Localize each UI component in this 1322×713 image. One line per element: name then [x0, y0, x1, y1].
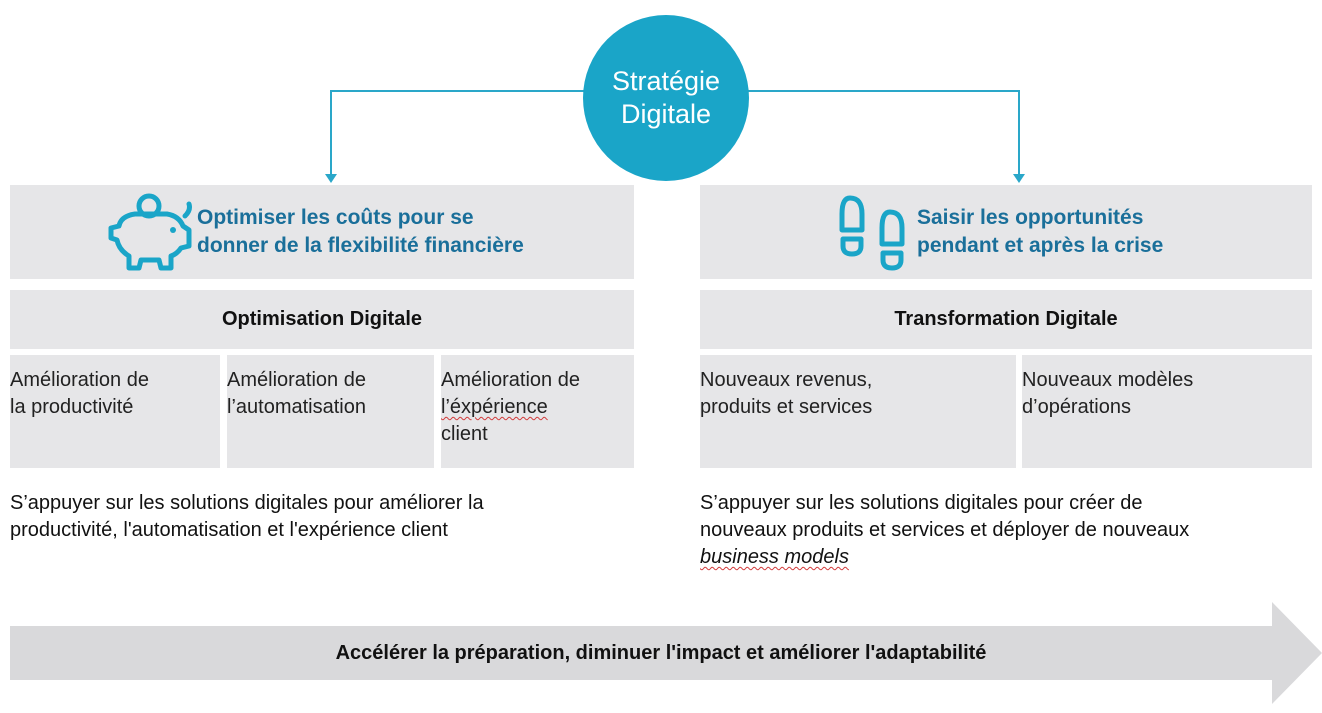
right-description: S’appuyer sur les solutions digitales po… — [700, 490, 1189, 571]
left-cell-2: Amélioration de l’automatisation — [227, 355, 434, 468]
piggy-bank-icon — [108, 193, 192, 271]
left-cell-1-line2: la productivité — [10, 396, 134, 418]
left-cell-2-line2: l’automatisation — [227, 396, 366, 418]
right-headline-line2: pendant et après la crise — [917, 234, 1164, 257]
left-cell-2-line1: Amélioration de — [227, 369, 366, 391]
right-cell-1-line1: Nouveaux revenus, — [700, 369, 873, 391]
right-description-line3: business models — [700, 544, 1189, 571]
right-cell-2-line1: Nouveaux modèles — [1022, 369, 1194, 391]
left-description-line1: S’appuyer sur les solutions digitales po… — [10, 492, 484, 514]
footprints-icon — [839, 195, 905, 271]
strategy-circle: Stratégie Digitale — [583, 15, 749, 181]
right-headline-line1: Saisir les opportunités — [917, 206, 1144, 229]
connector-left-vertical — [330, 90, 332, 175]
left-cell-3-line2: l’éxpérience — [441, 396, 548, 418]
right-description-italic: business models — [700, 546, 849, 568]
left-headline-line1: Optimiser les coûts pour se — [197, 206, 474, 229]
left-description-line2: productivité, l'automatisation et l'expé… — [10, 519, 448, 541]
left-headline-line2: donner de la flexibilité financière — [197, 234, 524, 257]
left-cell-3-line3: client — [441, 423, 488, 445]
left-cell-1-line1: Amélioration de — [10, 369, 149, 391]
connector-left-horizontal — [330, 90, 585, 92]
left-headline: Optimiser les coûts pour se donner de la… — [197, 204, 524, 260]
right-bar-title: Transformation Digitale — [700, 290, 1312, 349]
left-cell-3: Amélioration de l’éxpérience client — [441, 355, 634, 468]
left-headline-box — [10, 185, 634, 279]
right-headline-box — [700, 185, 1312, 279]
connector-left-arrowhead — [325, 174, 337, 183]
left-cell-3-line1: Amélioration de — [441, 369, 580, 391]
right-cell-2-line2: d’opérations — [1022, 396, 1131, 418]
circle-label-line1: Stratégie — [611, 66, 721, 96]
circle-label-line2: Digitale — [620, 99, 712, 129]
right-cell-2: Nouveaux modèles d’opérations — [1022, 355, 1312, 468]
right-description-line2: nouveaux produits et services et déploye… — [700, 519, 1190, 541]
connector-right-vertical — [1018, 90, 1020, 175]
connector-right-arrowhead — [1013, 174, 1025, 183]
connector-right-horizontal — [747, 90, 1020, 92]
right-cell-1: Nouveaux revenus, produits et services — [700, 355, 1016, 468]
bottom-arrow-shape — [10, 602, 1322, 704]
left-bar-title: Optimisation Digitale — [10, 290, 634, 349]
right-description-line1: S’appuyer sur les solutions digitales po… — [700, 492, 1143, 514]
footer-label: Accélérer la préparation, diminuer l'imp… — [335, 641, 987, 664]
right-headline: Saisir les opportunités pendant et après… — [917, 204, 1163, 260]
right-cell-1-line2: produits et services — [700, 396, 873, 418]
left-description: S’appuyer sur les solutions digitales po… — [10, 490, 484, 544]
left-cell-1: Amélioration de la productivité — [10, 355, 220, 468]
